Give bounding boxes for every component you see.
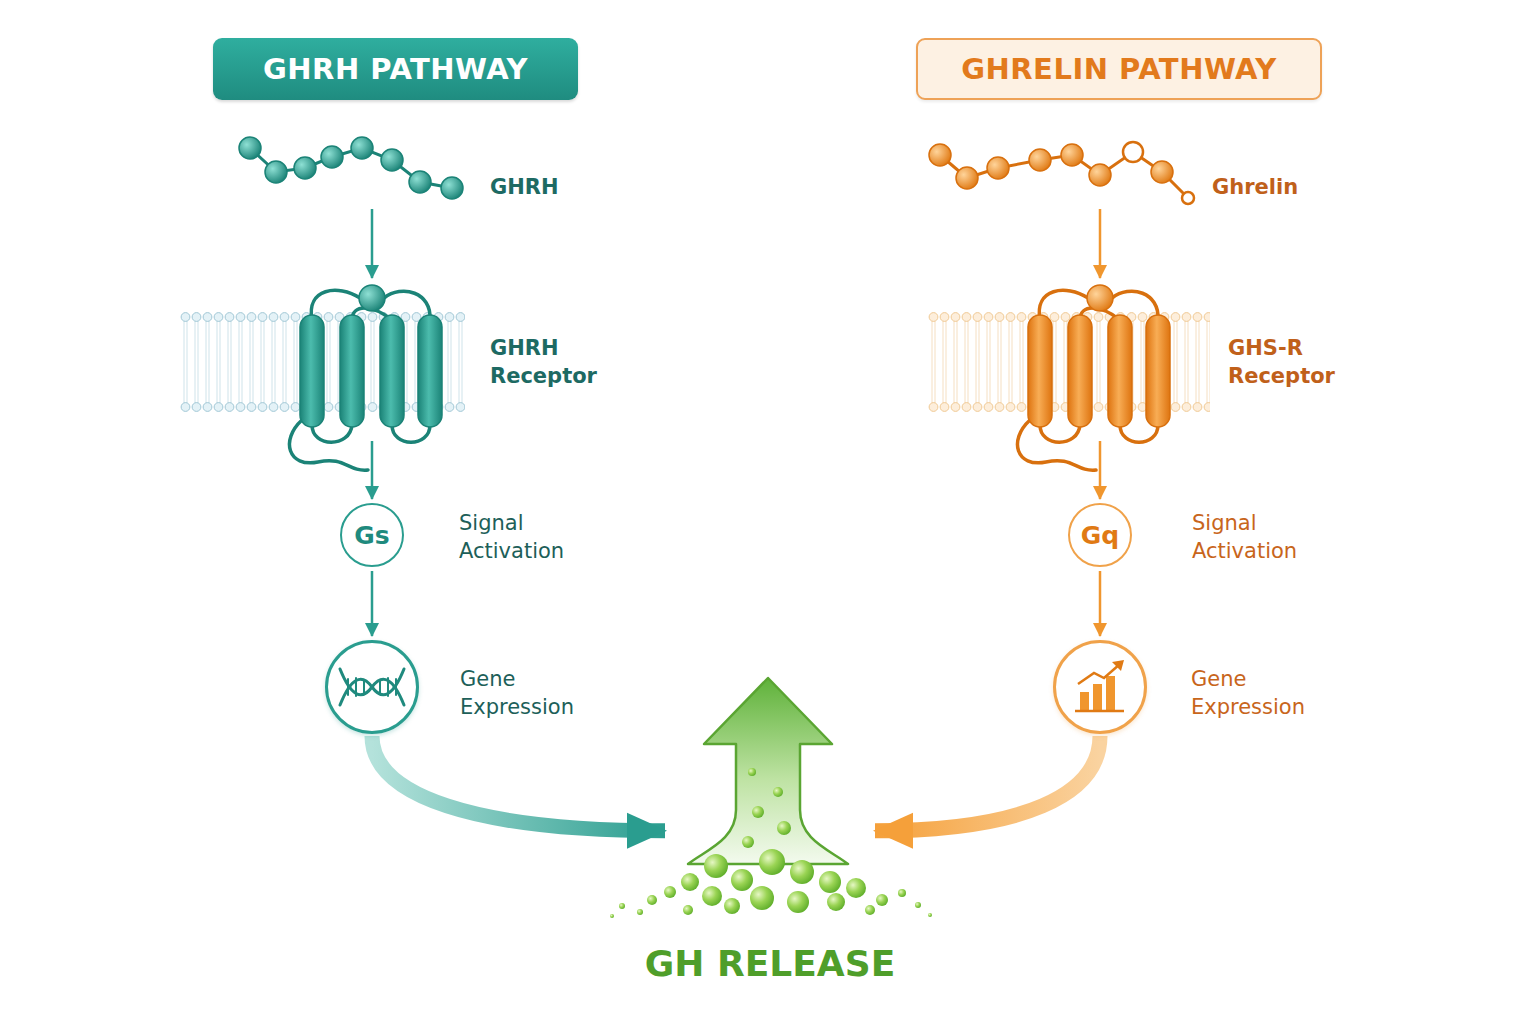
step-label: Gene Expression: [460, 665, 600, 721]
molecule-label: GHRH: [490, 173, 620, 201]
hormone-molecule: GHRH: [242, 135, 502, 205]
header-text: GHRH PATHWAY: [263, 52, 528, 86]
flow-arrow: [371, 571, 374, 636]
flow-arrow: [371, 209, 374, 278]
pathway-header: GHRH PATHWAY: [213, 38, 578, 100]
hormone-molecule: Ghrelin: [970, 135, 1230, 205]
peptide-chain: [239, 137, 463, 199]
gene-circle: Gene Expression: [325, 640, 419, 734]
gh-release-node: GH RELEASE: [665, 675, 875, 993]
g-protein-circle: GqSignal Activation: [1068, 503, 1132, 567]
receptor-label: GHS-R Receptor: [1228, 334, 1343, 390]
step-label: Signal Activation: [459, 509, 599, 565]
merge-arrow: [372, 736, 665, 831]
receptor-symbol: [1017, 285, 1170, 470]
flow-arrow: [1099, 209, 1102, 278]
flow-arrow: [1099, 571, 1102, 636]
gh-granules: [610, 768, 932, 918]
header-text: GHRELIN PATHWAY: [961, 52, 1277, 86]
molecule-label: Ghrelin: [1212, 173, 1342, 201]
receptor-label: GHRH Receptor: [490, 334, 605, 390]
receptor-box: GHRH Receptor: [282, 282, 462, 437]
flow-arrow: [371, 441, 374, 499]
release-arrow: [688, 678, 848, 864]
flow-arrow: [1099, 441, 1102, 499]
dna-icon: [340, 669, 404, 705]
pathway-header: GHRELIN PATHWAY: [916, 38, 1322, 100]
g-protein-symbol: Gq: [1081, 521, 1119, 550]
bar-chart-icon: [1075, 660, 1124, 711]
g-protein-symbol: Gs: [354, 521, 389, 550]
release-label: GH RELEASE: [615, 943, 925, 984]
receptor-box: GHS-R Receptor: [1010, 282, 1190, 437]
merge-arrow: [875, 736, 1100, 831]
step-label: Signal Activation: [1192, 509, 1332, 565]
step-label: Gene Expression: [1191, 665, 1331, 721]
g-protein-circle: GsSignal Activation: [340, 503, 404, 567]
peptide-chain: [929, 142, 1194, 204]
receptor-symbol: [289, 285, 442, 470]
gene-circle: Gene Expression: [1053, 640, 1147, 734]
